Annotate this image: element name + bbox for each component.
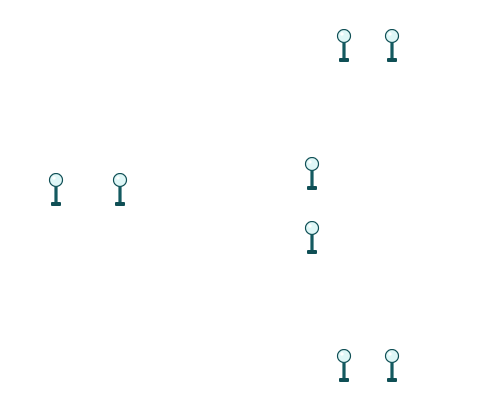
street-lamp-icon	[336, 29, 352, 62]
street-lamp-icon	[112, 173, 128, 206]
lamp-post-icon	[383, 29, 401, 69]
lamp-post-icon	[47, 173, 65, 213]
lamp-post-icon	[383, 349, 401, 389]
lamp-post-icon	[303, 157, 321, 197]
street-lamp-icon	[384, 29, 400, 62]
street-lamp-icon	[48, 173, 64, 206]
street-lamp-icon	[384, 349, 400, 382]
street-lamp-icon	[304, 157, 320, 190]
street-lamp-icon	[336, 349, 352, 382]
lamp-post-icon	[335, 349, 353, 389]
lamp-post-icon	[303, 221, 321, 261]
lamp-post-icon	[111, 173, 129, 213]
lamp-post-icon	[335, 29, 353, 69]
street-lamp-icon	[304, 221, 320, 254]
